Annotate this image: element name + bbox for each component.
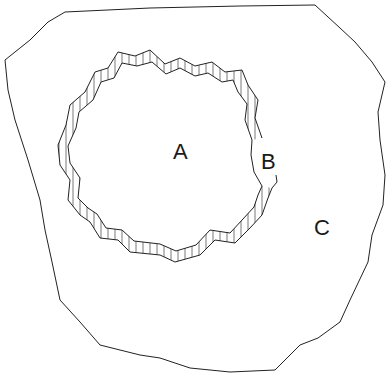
band-end-curl <box>272 175 277 188</box>
region-label: C <box>314 217 330 239</box>
region-label: B <box>261 151 276 173</box>
outer-region-outline <box>5 5 385 372</box>
band-outer-line <box>58 50 272 262</box>
region-label: A <box>173 141 188 163</box>
inner-region-outline <box>68 62 262 251</box>
hatched-band <box>58 50 272 262</box>
